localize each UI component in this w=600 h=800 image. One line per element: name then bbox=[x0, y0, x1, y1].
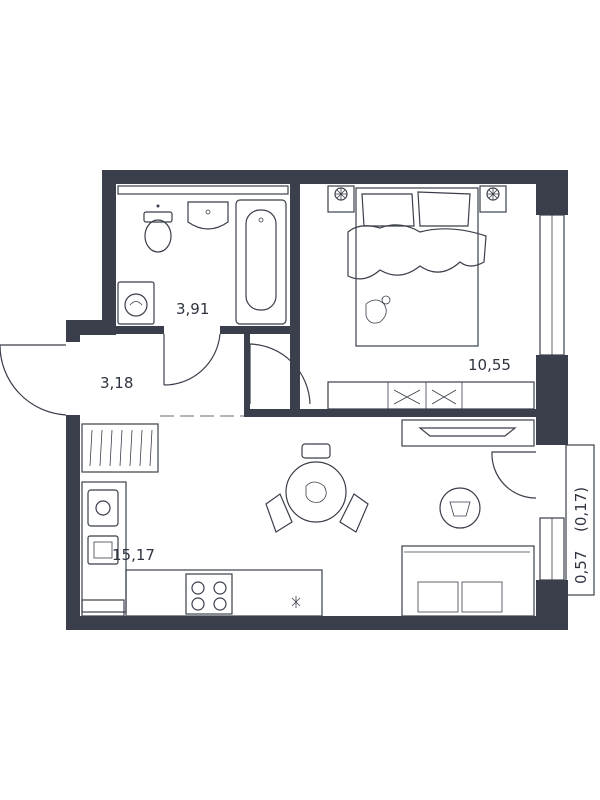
wall-right-mid bbox=[536, 355, 568, 445]
wall-left-lower bbox=[66, 415, 80, 630]
wall-bottom bbox=[66, 616, 568, 630]
stove-icon bbox=[185, 573, 233, 615]
sofa-icon bbox=[401, 545, 535, 617]
tv-icon bbox=[401, 419, 535, 447]
wall-right-upper bbox=[536, 170, 568, 215]
washing-machine-icon bbox=[117, 281, 155, 325]
kitchen-counter bbox=[81, 481, 323, 617]
balcony-door bbox=[491, 451, 537, 499]
balcony-area-label: 0,57 bbox=[572, 551, 590, 584]
dining-table-icon bbox=[285, 461, 347, 523]
windows bbox=[117, 185, 595, 596]
wall-left-bathroom bbox=[102, 170, 116, 335]
wardrobe-icon bbox=[327, 381, 535, 410]
window-top bbox=[117, 185, 289, 195]
wall-bath-bedroom bbox=[290, 184, 300, 416]
bedroom-area-label: 10,55 bbox=[468, 356, 511, 374]
wall-hall-left-stub bbox=[66, 320, 80, 342]
wall-bedroom-door-jamb bbox=[244, 334, 250, 417]
walls bbox=[66, 170, 568, 630]
chair-icon bbox=[265, 443, 369, 533]
toilet-icon bbox=[143, 204, 173, 253]
sink-icon bbox=[187, 201, 229, 230]
bathtub-icon bbox=[235, 199, 287, 325]
hall-wardrobe-icon bbox=[81, 423, 159, 473]
wall-top bbox=[102, 170, 568, 184]
lamp-icon bbox=[479, 185, 507, 213]
wall-bedroom-bottom bbox=[250, 409, 536, 417]
bathroom-door bbox=[163, 333, 221, 386]
wall-bath-bottom-left bbox=[116, 326, 164, 334]
armchair-icon bbox=[439, 487, 481, 529]
balcony-area-reduced-label: (0,17) bbox=[572, 487, 590, 532]
kitchen-sink-icon bbox=[87, 489, 119, 565]
bathroom-area-label: 3,91 bbox=[176, 300, 209, 318]
wall-bath-bottom-right bbox=[220, 326, 300, 334]
hallway-area-label: 3,18 bbox=[100, 374, 133, 392]
doors bbox=[0, 333, 537, 499]
entry-door bbox=[0, 344, 67, 416]
balcony-outline bbox=[565, 444, 595, 596]
radiator-icon bbox=[81, 596, 301, 617]
bed-icon bbox=[347, 187, 487, 347]
lamp-icon bbox=[327, 185, 355, 213]
bedroom-door bbox=[249, 343, 311, 405]
kitchen-living-area-label: 15,17 bbox=[112, 546, 155, 564]
balcony-area-group: 0,57 (0,17) bbox=[572, 487, 590, 584]
